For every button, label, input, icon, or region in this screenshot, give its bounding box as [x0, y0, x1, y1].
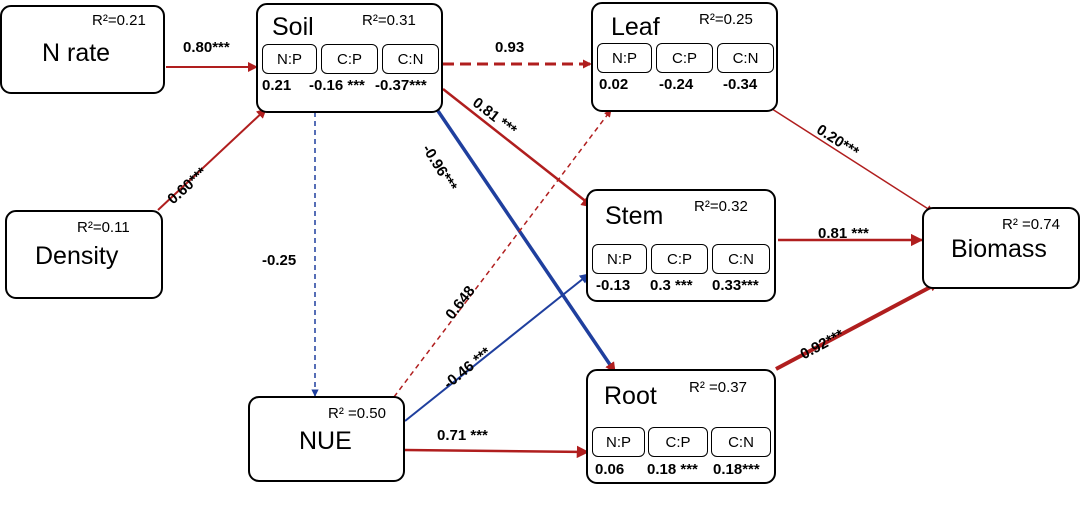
root-cn-coef: 0.18*** — [713, 461, 760, 478]
density-node: R²=0.11 Density — [5, 210, 163, 299]
biomass-node: R² =0.74 Biomass — [922, 207, 1080, 289]
density-name: Density — [35, 242, 119, 270]
leaf-cn-cell: C:N — [717, 43, 774, 73]
arrow-nue-leaf — [393, 109, 612, 398]
n-rate-name: N rate — [42, 39, 111, 67]
nue-r2: R² =0.50 — [328, 405, 386, 422]
stem-cn-cell: C:N — [712, 244, 770, 274]
coef-soil-nue: -0.25 — [262, 252, 297, 269]
soil-cp-cell: C:P — [321, 44, 378, 74]
stem-np-cell: N:P — [592, 244, 647, 274]
arrow-soil-stem — [442, 88, 594, 208]
coef-stem-biomass: 0.81 *** — [818, 225, 869, 242]
root-r2: R² =0.37 — [689, 379, 747, 396]
root-np-coef: 0.06 — [595, 461, 625, 478]
arrow-density-soil — [157, 108, 267, 211]
arrow-leaf-biomass — [768, 106, 934, 213]
stem-node: Stem R²=0.32 N:P C:P C:N -0.13 0.3 *** 0… — [586, 189, 776, 302]
soil-node: Soil R²=0.31 N:P C:P C:N 0.21 -0.16 *** … — [256, 3, 443, 113]
stem-name: Stem — [605, 202, 664, 230]
nue-name: NUE — [299, 427, 352, 455]
stem-cp-cell: C:P — [651, 244, 708, 274]
leaf-cn-coef: -0.34 — [723, 76, 758, 93]
coef-nue-root: 0.71 *** — [437, 427, 488, 444]
soil-np-cell: N:P — [262, 44, 317, 74]
arrow-nue-root — [404, 445, 590, 459]
soil-name: Soil — [272, 13, 314, 41]
arrow-soil-root — [434, 107, 617, 373]
soil-r2: R²=0.31 — [362, 12, 416, 29]
biomass-r2: R² =0.74 — [1002, 216, 1060, 233]
coef-soil-leaf: 0.93 — [495, 39, 525, 56]
root-cn-cell: C:N — [711, 427, 771, 457]
nue-node: R² =0.50 NUE — [248, 396, 405, 482]
soil-cn-coef: -0.37*** — [375, 77, 427, 94]
stem-np-coef: -0.13 — [596, 277, 631, 294]
soil-cp-coef: -0.16 *** — [309, 77, 365, 94]
leaf-cp-coef: -0.24 — [659, 76, 694, 93]
leaf-name: Leaf — [611, 13, 660, 41]
biomass-name: Biomass — [951, 235, 1047, 263]
density-r2: R²=0.11 — [77, 219, 130, 236]
stem-cn-coef: 0.33*** — [712, 277, 759, 294]
leaf-np-cell: N:P — [597, 43, 652, 73]
root-np-cell: N:P — [592, 427, 645, 457]
n-rate-r2: R²=0.21 — [92, 12, 146, 29]
stem-cp-coef: 0.3 *** — [650, 277, 693, 294]
n-rate-node: R²=0.21 N rate — [0, 5, 165, 94]
stem-r2: R²=0.32 — [694, 198, 748, 215]
root-name: Root — [604, 382, 657, 410]
arrow-nue-stem — [404, 273, 590, 422]
leaf-cp-cell: C:P — [656, 43, 713, 73]
arrow-root-biomass — [775, 281, 939, 371]
leaf-node: Leaf R²=0.25 N:P C:P C:N 0.02 -0.24 -0.3… — [591, 2, 778, 112]
leaf-r2: R²=0.25 — [699, 11, 753, 28]
leaf-np-coef: 0.02 — [599, 76, 629, 93]
coef-nrate-soil: 0.80*** — [183, 39, 230, 56]
soil-cn-cell: C:N — [382, 44, 439, 74]
root-cp-coef: 0.18 *** — [647, 461, 698, 478]
soil-np-coef: 0.21 — [262, 77, 292, 94]
root-node: Root R² =0.37 N:P C:P C:N 0.06 0.18 *** … — [586, 369, 776, 484]
root-cp-cell: C:P — [648, 427, 708, 457]
